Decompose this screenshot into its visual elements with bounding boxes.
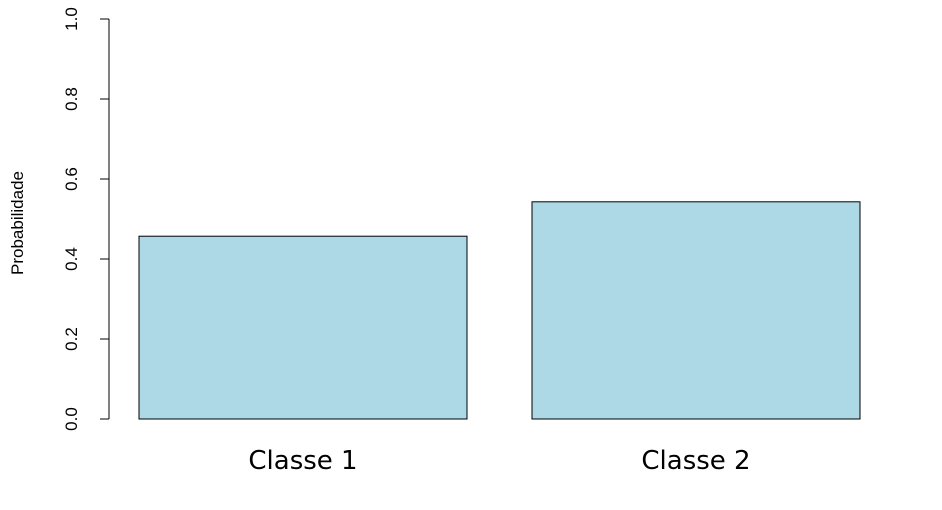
y-tick-label-5: 1.0	[62, 7, 81, 31]
y-tick-label-1: 0.2	[62, 327, 81, 351]
bar-2	[531, 201, 861, 420]
y-tick-label-0: 0.0	[62, 407, 81, 431]
x-category-label-2: Classe 2	[641, 446, 750, 476]
y-axis-title: Probabilidade	[8, 171, 27, 275]
x-axis-labels: Classe 1 Classe 2	[248, 446, 750, 476]
bars	[138, 201, 861, 420]
bar-1	[138, 235, 468, 420]
y-tick-label-2: 0.4	[62, 247, 81, 271]
x-category-label-1: Classe 1	[248, 446, 357, 476]
y-axis: 0.0 0.2 0.4 0.6 0.8 1.0	[62, 7, 110, 431]
y-tick-label-4: 0.8	[62, 87, 81, 111]
y-tick-label-3: 0.6	[62, 167, 81, 191]
